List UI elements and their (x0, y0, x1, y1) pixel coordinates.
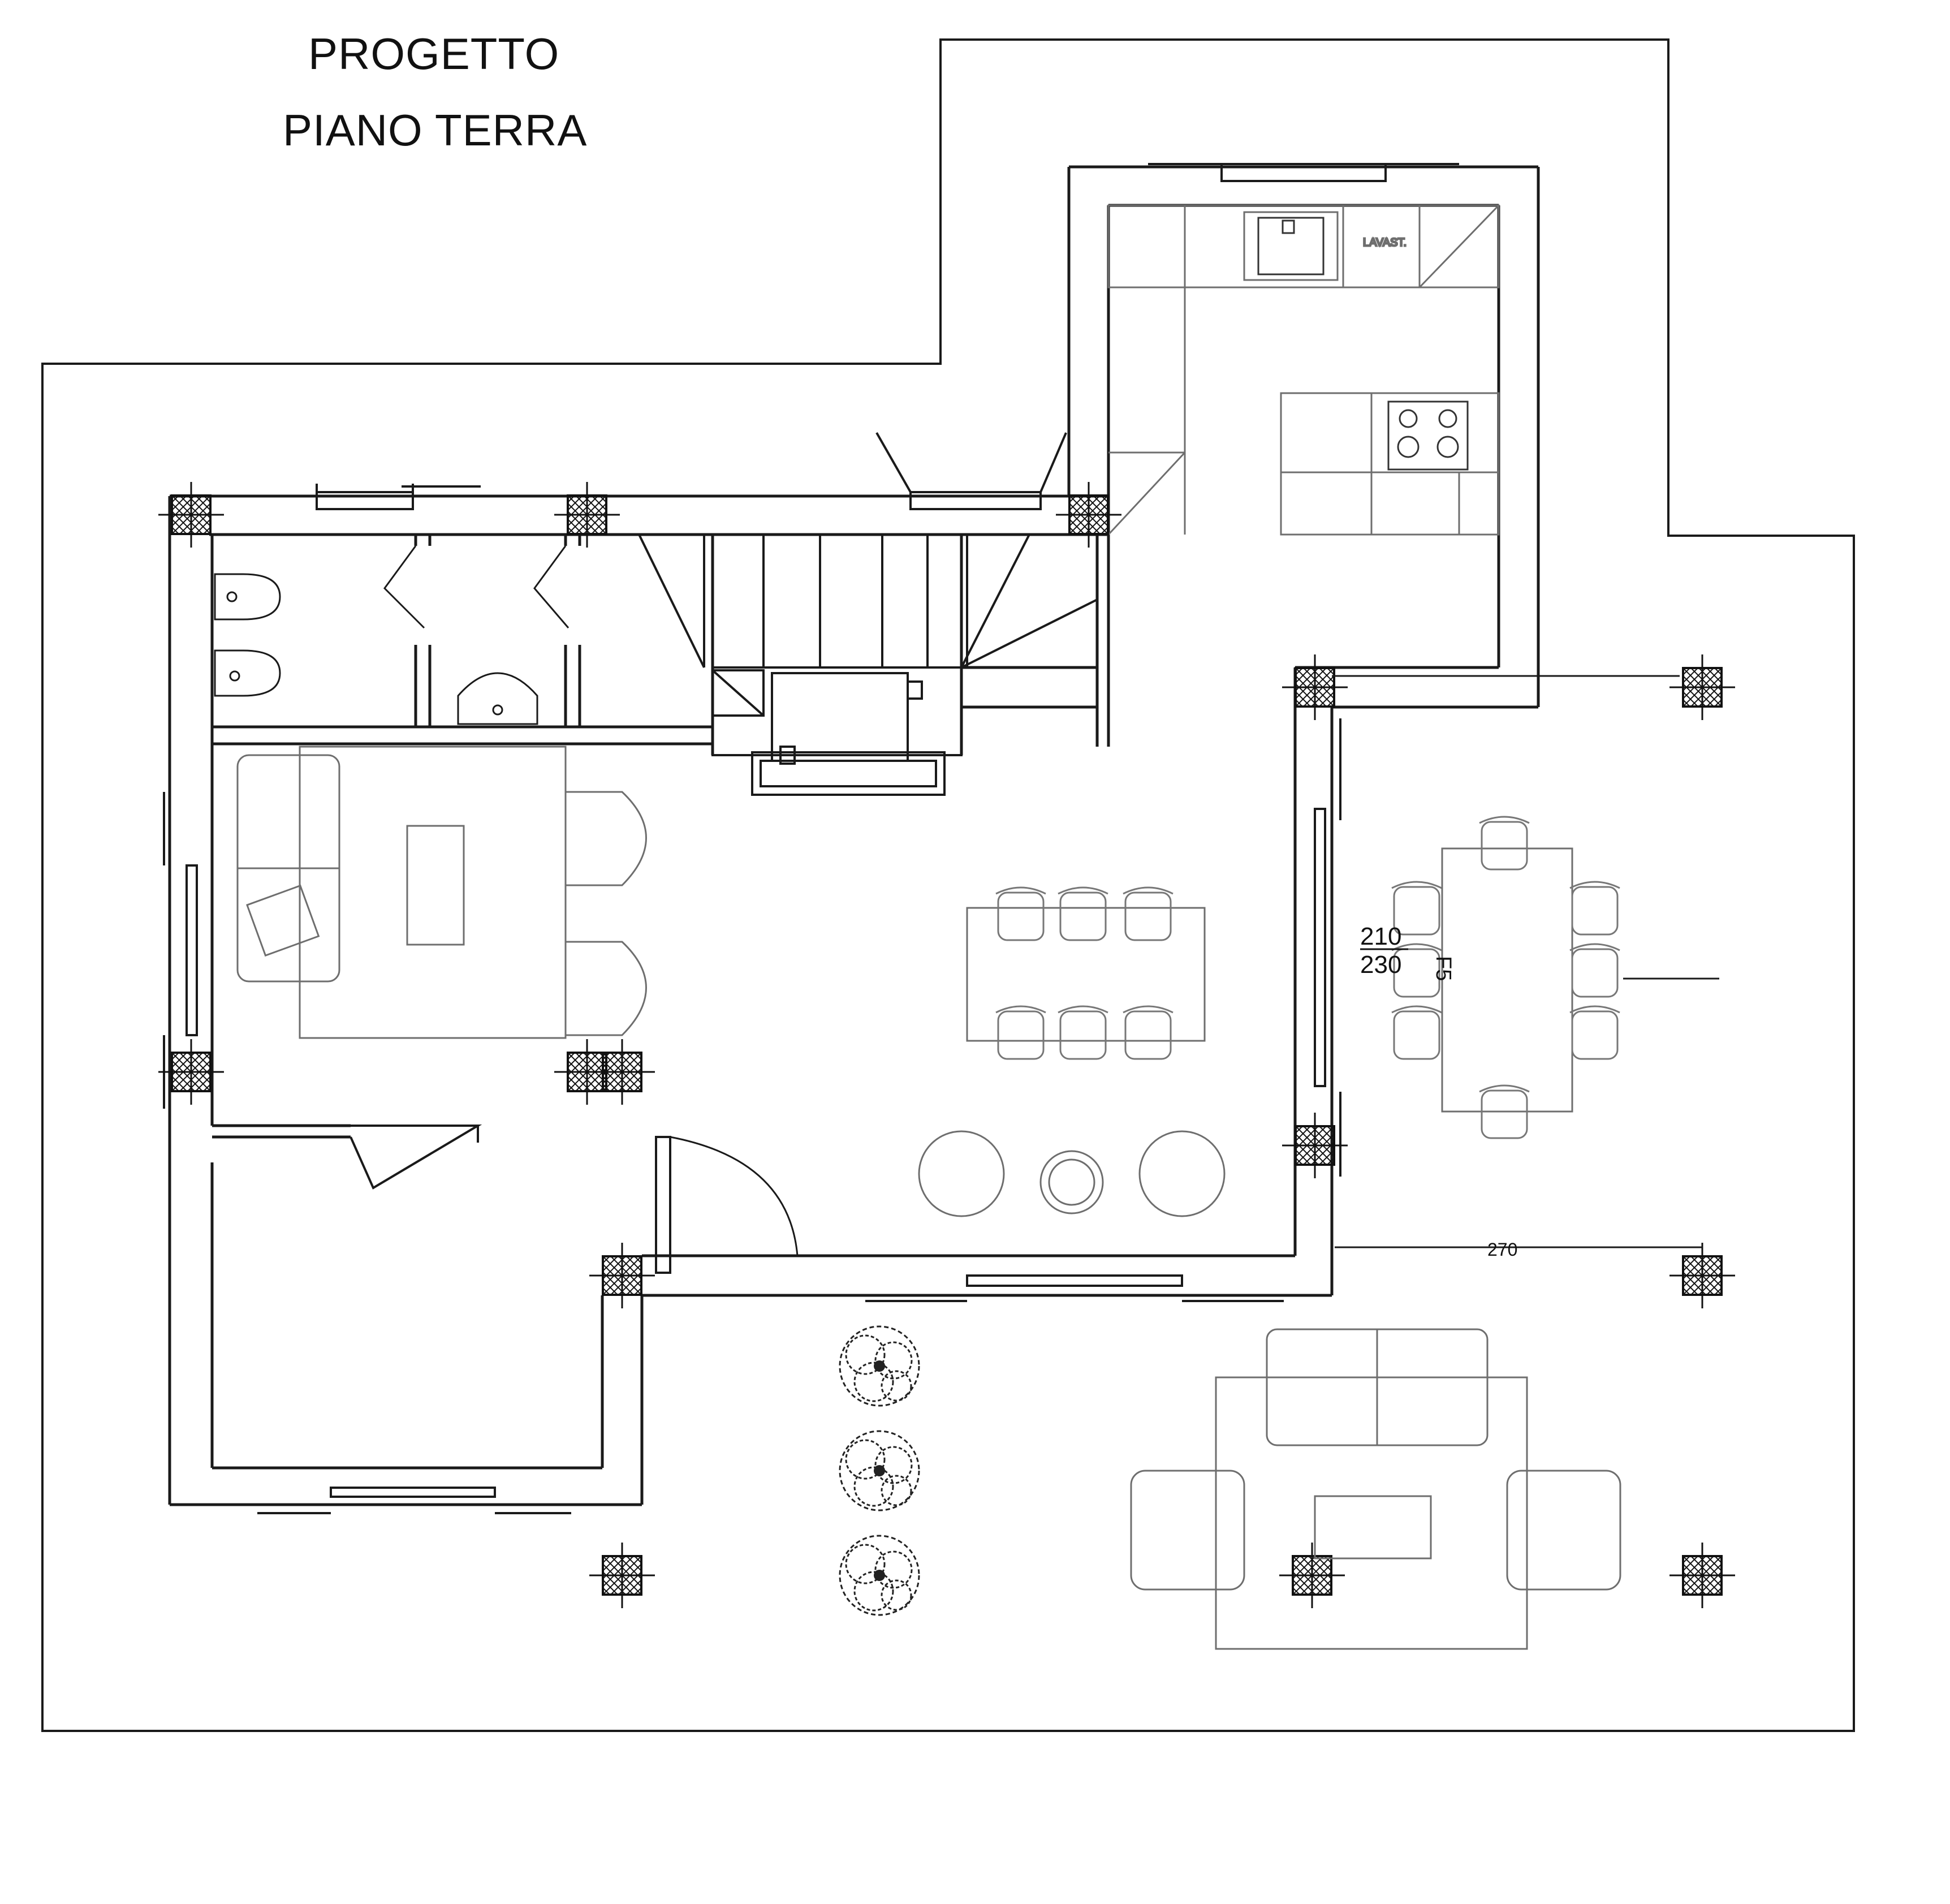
side-table (1039, 1150, 1104, 1214)
outdoor-coffee-table (1314, 1495, 1432, 1560)
armchair (564, 941, 647, 1036)
outdoor-lounge (1130, 1328, 1621, 1650)
lot-boundary (41, 38, 1855, 1732)
plan-title: PROGETTO (308, 29, 560, 79)
outdoor-armchair (1506, 1470, 1621, 1591)
plan-subtitle: PIANO TERRA (283, 105, 588, 155)
window-code-label: F5 (1431, 956, 1455, 981)
armchair (564, 791, 647, 886)
kitchen: LAVAST. (1107, 204, 1500, 536)
opening-width-label: 270 (1487, 1239, 1517, 1260)
living-furniture (236, 746, 647, 1039)
dimension-labels: 210 230 F5 270 (1360, 923, 1517, 1260)
washbasin (457, 672, 538, 725)
window-width-label: 210 (1360, 923, 1401, 950)
staircase (638, 534, 1098, 796)
dishwasher-label: LAVAST. (1363, 236, 1407, 249)
windows (163, 163, 1459, 1514)
doors (350, 1125, 799, 1274)
outdoor-armchair (1130, 1470, 1245, 1591)
rug (299, 746, 567, 1039)
toilet (214, 649, 281, 697)
planters (839, 1325, 920, 1616)
window-height-label: 230 (1360, 951, 1401, 979)
kitchen-sink (1243, 211, 1339, 281)
veranda (1332, 675, 1719, 1248)
dining-set (918, 886, 1226, 1217)
kitchen-island (1280, 392, 1500, 536)
exterior-walls (168, 165, 1540, 1506)
bathroom (214, 545, 570, 725)
bidet (214, 573, 281, 621)
dining-table (966, 907, 1206, 1042)
outdoor-dining-table (1441, 847, 1573, 1113)
coffee-table (406, 825, 465, 946)
cooktop (1387, 400, 1469, 471)
